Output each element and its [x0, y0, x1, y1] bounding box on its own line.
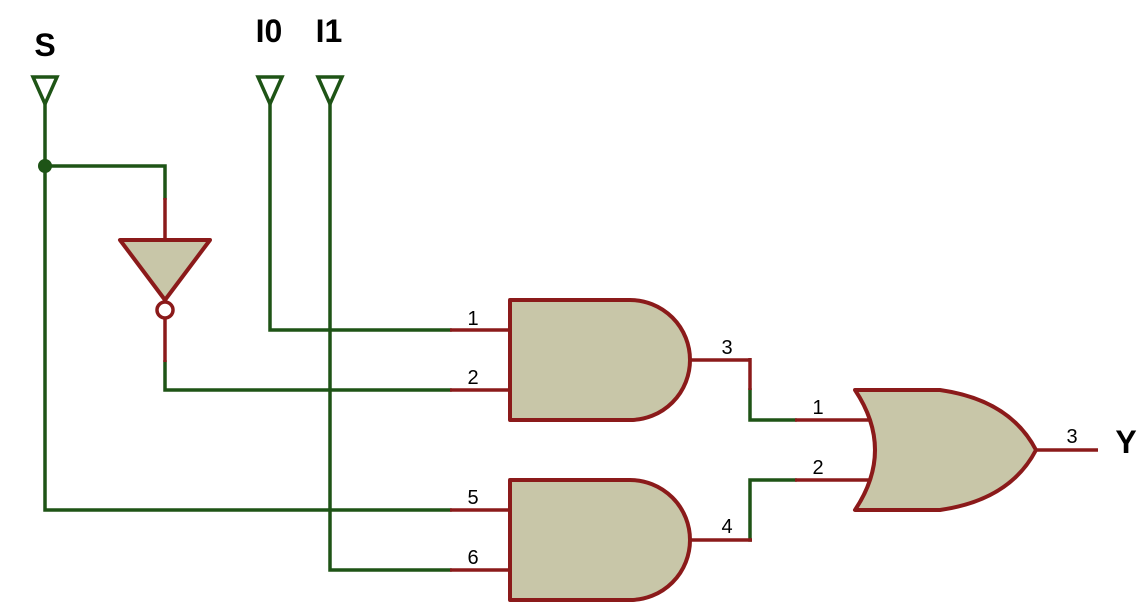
input-terminal-i0 — [255, 75, 285, 109]
wire-i1 — [328, 102, 452, 572]
input-terminal-s — [30, 75, 60, 109]
input-terminal-i1 — [315, 75, 345, 109]
pin-number-and-top-in-a: 1 — [467, 308, 478, 330]
or-gate — [795, 388, 1098, 512]
pin-number-and-bottom-in-b: 6 — [467, 547, 478, 569]
pin-number-and-bottom-in-a: 5 — [467, 487, 478, 509]
wire-s-trunk — [43, 102, 452, 512]
pin-number-or-in-a: 1 — [812, 397, 823, 419]
label-i1: I1 — [316, 13, 343, 49]
and-gate-bottom — [450, 478, 752, 602]
label-y: Y — [1115, 424, 1136, 460]
wire-not-to-and — [163, 360, 452, 392]
wire-and1-to-or — [748, 388, 797, 422]
label-i0: I0 — [256, 13, 283, 49]
not-gate — [118, 198, 212, 362]
pin-number-or-in-b: 2 — [812, 457, 823, 479]
and-gate-top — [450, 298, 752, 422]
pin-number-and-bottom-out: 4 — [721, 516, 732, 538]
wire-s-to-not — [43, 164, 167, 200]
wire-i0 — [268, 102, 452, 332]
junction-dot — [38, 159, 52, 173]
label-s: S — [34, 27, 55, 63]
pin-number-and-top-in-b: 2 — [467, 367, 478, 389]
wire-and2-to-or — [748, 478, 797, 542]
pin-number-or-out: 3 — [1066, 426, 1077, 448]
pin-number-and-top-out: 3 — [721, 337, 732, 359]
